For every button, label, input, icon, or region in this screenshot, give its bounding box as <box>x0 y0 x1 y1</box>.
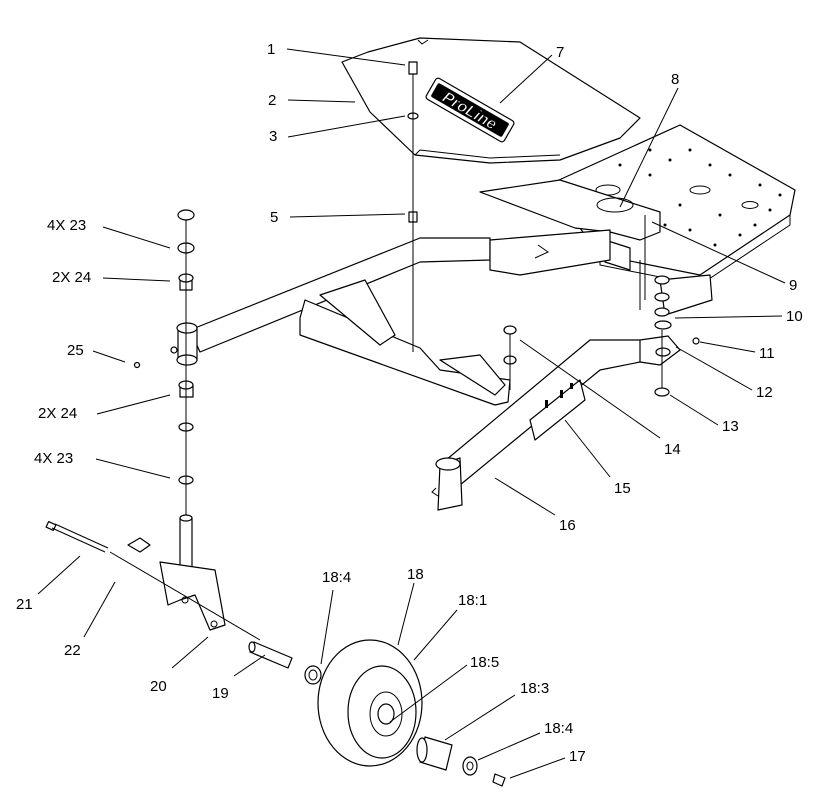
callout-17: 17 <box>569 748 586 765</box>
callout-14: 14 <box>664 441 681 458</box>
leader-lines <box>37 48 786 779</box>
callout-18-3: 18:3 <box>520 680 549 697</box>
callout-25: 25 <box>67 342 84 359</box>
center-bolt <box>407 61 419 352</box>
wheel-hub-hardware <box>416 736 506 787</box>
callout-13: 13 <box>722 418 739 435</box>
callout-18-4-right: 18:4 <box>544 720 573 737</box>
callout-labels: 1 2 3 5 7 8 9 10 11 12 13 14 15 16 4X 23… <box>16 41 803 765</box>
callout-21: 21 <box>16 596 33 613</box>
callout-2x24-bottom: 2X 24 <box>38 405 77 422</box>
callout-18-1: 18:1 <box>458 592 487 609</box>
callout-3: 3 <box>269 128 277 145</box>
caster-pivot-stack <box>133 209 198 515</box>
hood-panel <box>341 37 641 164</box>
axle-bolt <box>45 520 261 641</box>
callout-7: 7 <box>556 44 564 61</box>
caster-wheel <box>317 639 423 767</box>
callout-10: 10 <box>786 308 803 325</box>
callout-4x23-top: 4X 23 <box>47 217 86 234</box>
callout-8: 8 <box>671 71 679 88</box>
bearing-left <box>304 665 322 685</box>
callout-16: 16 <box>559 517 576 534</box>
callout-1: 1 <box>267 41 275 58</box>
callout-5: 5 <box>270 209 278 226</box>
callout-18-5: 18:5 <box>470 654 499 671</box>
callout-15: 15 <box>614 480 631 497</box>
callout-22: 22 <box>64 642 81 659</box>
mounting-bracket <box>479 179 661 310</box>
spacer-tube <box>248 641 293 669</box>
callout-12: 12 <box>756 384 773 401</box>
callout-4x23-bottom: 4X 23 <box>34 450 73 467</box>
callout-11: 11 <box>759 345 775 362</box>
callout-19: 19 <box>212 685 229 702</box>
main-frame <box>189 229 713 511</box>
spacer-washers <box>503 325 517 390</box>
caster-fork <box>127 514 226 631</box>
callout-20: 20 <box>150 678 167 695</box>
callout-2x24-top: 2X 24 <box>52 269 91 286</box>
callout-9: 9 <box>789 277 797 294</box>
callout-18: 18 <box>407 566 424 583</box>
callout-2: 2 <box>268 92 276 109</box>
callout-18-4-left: 18:4 <box>322 569 351 586</box>
right-washer-stack <box>654 275 700 397</box>
